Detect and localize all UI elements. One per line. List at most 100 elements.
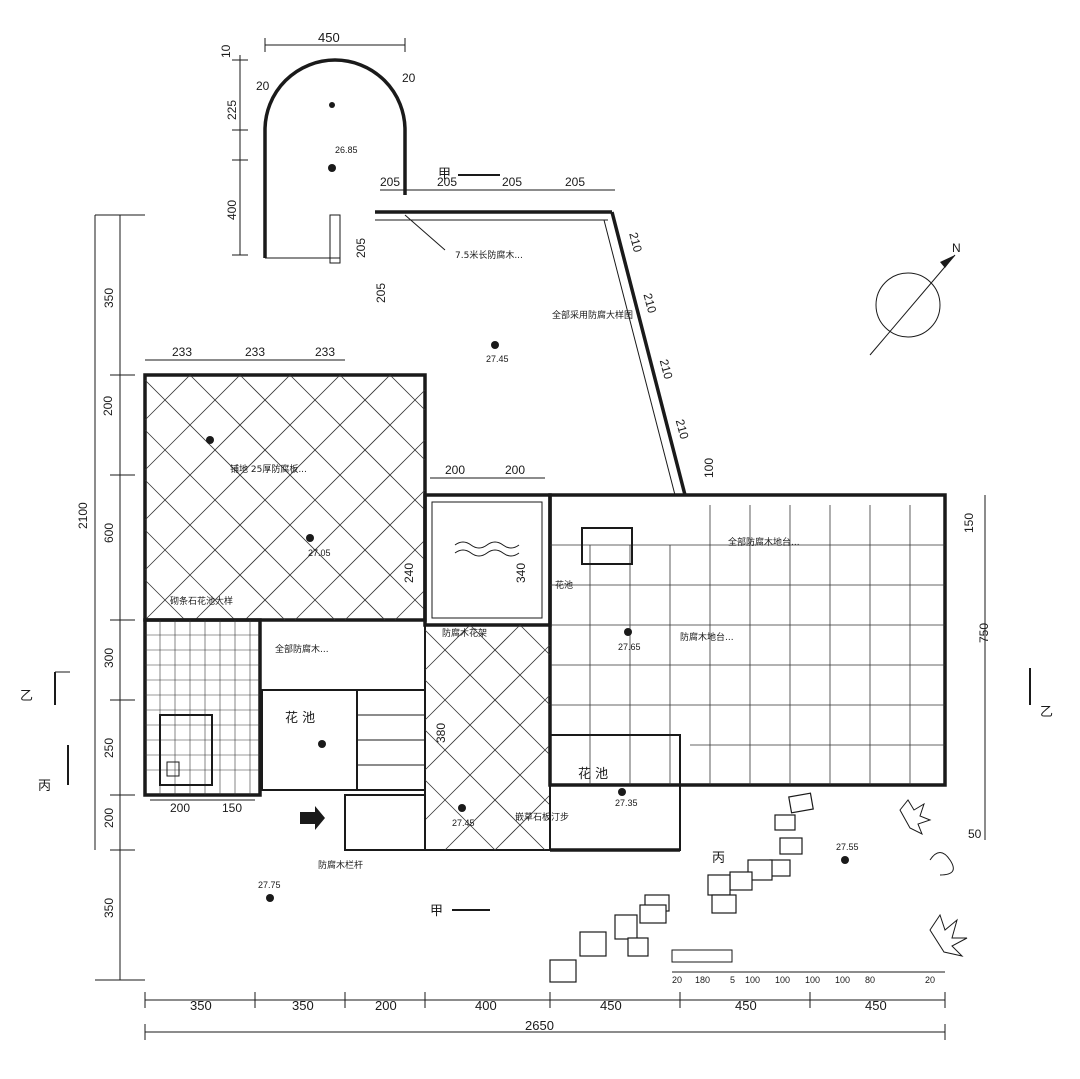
note-4: 全部防腐木地台... (728, 536, 800, 548)
note-1: 7.5米长防腐木... (455, 249, 523, 261)
dim-total: 2650 (525, 1018, 554, 1033)
section-jia-bottom: 甲 (430, 904, 443, 919)
entry-arrow (300, 806, 325, 830)
level-27-05: 27.05 (308, 548, 331, 558)
dim-bs-5: 100 (775, 975, 790, 985)
dim-path-1: 205 (380, 175, 400, 189)
dim-path-3: 205 (502, 175, 522, 189)
flower-bed-right-label: 花 池 (578, 766, 608, 782)
note-10: 嵌草石板汀步 (515, 811, 569, 823)
dim-left-200: 200 (101, 396, 115, 416)
section-mark-jia-top: 甲 (438, 167, 500, 182)
dim-diag-4: 210 (673, 418, 692, 441)
dim-arch-width: 450 (318, 30, 340, 45)
right-dimensions: 150 750 50 100 (702, 458, 991, 841)
dim-bottom-3: 200 (375, 998, 397, 1013)
dim-left-350b: 350 (102, 898, 116, 918)
note-8: 花池 (555, 579, 573, 591)
dim-left-350: 350 (102, 288, 116, 308)
level-26-85: 26.85 (335, 145, 358, 155)
note-11: 防腐木栏杆 (318, 859, 363, 871)
dim-pool-1: 200 (445, 463, 465, 477)
dim-arch-10: 10 (219, 44, 233, 58)
note-7: 全部防腐木... (275, 643, 329, 655)
section-yi-right: 乙 (1040, 705, 1053, 720)
dim-diag-3: 210 (657, 358, 676, 381)
dim-room-3: 233 (315, 345, 335, 359)
room-top-dimensions: 233 233 233 205 205 (145, 238, 388, 361)
dim-arch-20a: 20 (256, 79, 270, 93)
dim-bs-3: 5 (730, 975, 735, 985)
dim-bs-9: 20 (925, 975, 935, 985)
note-2: 全部采用防腐大样图 (552, 309, 633, 321)
dim-arch-400: 400 (225, 200, 239, 220)
dim-room-1: 233 (172, 345, 192, 359)
level-27-75: 27.75 (258, 880, 281, 890)
dim-diag-1: 210 (626, 231, 645, 254)
dim-pool-340: 340 (514, 563, 528, 583)
dim-right-150: 150 (962, 513, 976, 533)
upper-deck-edge: 205 205 205 205 210 210 210 210 (375, 175, 692, 496)
dim-small-240: 240 (402, 563, 416, 583)
dim-small-380: 380 (434, 723, 448, 743)
dim-bottom-6: 450 (735, 998, 757, 1013)
dim-left-200b: 200 (102, 808, 116, 828)
dim-small-100: 100 (702, 458, 716, 478)
dim-bs-4: 100 (745, 975, 760, 985)
level-27-55: 27.55 (836, 842, 859, 852)
dim-bottom-1: 350 (190, 998, 212, 1013)
dim-left-300: 300 (102, 648, 116, 668)
dim-small-150: 150 (222, 801, 242, 815)
level-27-65: 27.65 (618, 642, 641, 652)
misc-dimensions: 240 200 150 380 (150, 563, 448, 815)
dim-right-50: 50 (968, 827, 982, 841)
dim-bs-2: 180 (695, 975, 710, 985)
stepping-stones (549, 792, 814, 983)
dim-right-750: 750 (977, 623, 991, 643)
dim-path-4: 205 (565, 175, 585, 189)
dim-bs-8: 80 (865, 975, 875, 985)
compass-label: N (952, 241, 961, 255)
dim-bottom-2: 350 (292, 998, 314, 1013)
lower-levels: 27.55 27.75 27.45 26.85 (258, 145, 859, 902)
dim-pool-2: 200 (505, 463, 525, 477)
level-27-45b: 27.45 (452, 818, 475, 828)
flower-bed-left: 花 池 (261, 689, 426, 791)
bottom-dimension-chain: 350 350 200 400 450 450 450 2650 (144, 992, 946, 1040)
dim-room-2: 233 (245, 345, 265, 359)
dim-path-2: 205 (437, 175, 457, 189)
note-9: 防腐木地台... (680, 631, 734, 643)
flower-bed-left-label: 花 池 (285, 710, 315, 726)
annotations: 7.5米长防腐木... 全部采用防腐大样图 铺地 25厚防腐板... 全部防腐木… (170, 249, 800, 871)
section-bing-mid: 丙 (712, 851, 725, 866)
section-jia-top-label: 甲 (438, 167, 451, 182)
dim-arch-20b: 20 (402, 71, 416, 85)
dim-arch-225: 225 (225, 100, 239, 120)
dim-vert-205b: 205 (374, 283, 388, 303)
shrub-symbols (899, 799, 968, 957)
arched-pavilion (263, 58, 407, 264)
dim-bs-6: 100 (805, 975, 820, 985)
section-bing-left: 丙 (38, 779, 51, 794)
dim-bottom-4: 400 (475, 998, 497, 1013)
left-paved-room: 27.05 (143, 373, 427, 622)
lower-left-tiled-room (143, 618, 262, 797)
note-3: 铺地 25厚防腐板... (230, 463, 307, 475)
section-marks-sides: 乙 丙 乙 丙 甲 (20, 668, 1053, 919)
dim-left-2100: 2100 (76, 502, 90, 529)
dim-bottom-5: 450 (600, 998, 622, 1013)
level-27-45: 27.45 (486, 354, 509, 364)
section-yi-left: 乙 (20, 689, 33, 704)
left-dimension-chain: 350 200 2100 600 300 250 200 350 (76, 214, 145, 981)
flower-bed-right: 花 池 27.35 (549, 734, 681, 852)
dim-small-200: 200 (170, 801, 190, 815)
level-27-35: 27.35 (615, 798, 638, 808)
dim-vert-205a: 205 (354, 238, 368, 258)
dim-left-600: 600 (102, 523, 116, 543)
dim-diag-2: 210 (640, 292, 659, 315)
dim-bs-1: 20 (672, 975, 682, 985)
pool: 200 200 340 (423, 463, 552, 627)
note-5: 砌条石花池大样 (170, 595, 233, 607)
arch-dimensions: 450 10 225 400 20 20 (219, 30, 416, 256)
